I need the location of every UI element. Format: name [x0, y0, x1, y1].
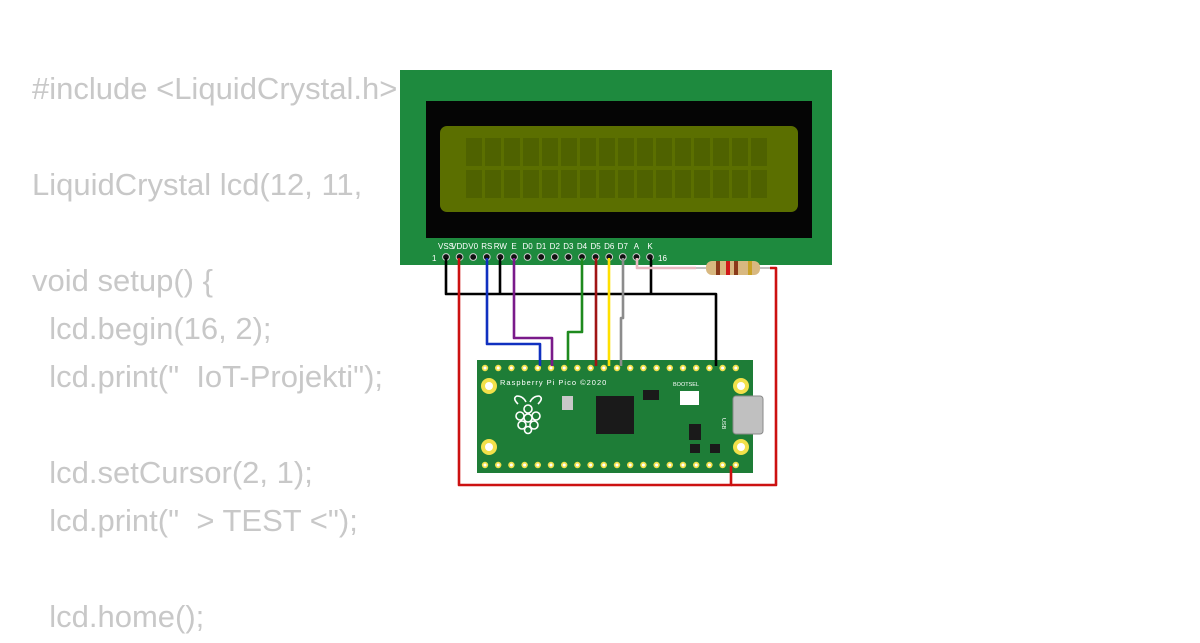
lcd-char-cell: [713, 138, 729, 166]
debug-pad: [562, 396, 573, 410]
wire-vdd-power[interactable]: [457, 258, 733, 487]
wires: [444, 258, 778, 487]
lcd-char-cell: [618, 138, 634, 166]
lcd-char-cell: [561, 170, 577, 198]
lcd-char-cell: [656, 170, 672, 198]
lcd-char-cell: [637, 170, 653, 198]
lcd-pin-label: E: [511, 242, 516, 251]
lcd-pin-label: VDD: [451, 242, 468, 251]
lcd-char-cell: [523, 138, 539, 166]
lcd-char-cell: [675, 170, 691, 198]
resistor-band: [716, 261, 720, 275]
lcd-char-cell: [713, 170, 729, 198]
lcd-char-cell: [485, 170, 501, 198]
lcd-char-cell: [580, 170, 596, 198]
resistor[interactable]: [696, 261, 770, 275]
lcd-pin-label: A: [634, 242, 640, 251]
lcd-pin-label: VSS: [438, 242, 454, 251]
lcd-char-cell: [751, 170, 767, 198]
lcd-char-cell: [523, 170, 539, 198]
lcd-pin-label: RW: [494, 242, 508, 251]
lcd-pin-label: D4: [577, 242, 588, 251]
usb-label: USB: [720, 418, 726, 430]
pico-board[interactable]: Raspberry Pi Pico ©2020 BOOTSEL USB: [477, 360, 764, 473]
lcd-pin[interactable]: [550, 253, 559, 261]
raspberry-logo-icon: [513, 395, 543, 435]
lcd-char-cell: [599, 170, 615, 198]
rp2040-chip: [596, 396, 634, 434]
pico-label: Raspberry Pi Pico ©2020: [500, 378, 607, 387]
wire-anode-resistor[interactable]: [635, 258, 696, 270]
lcd-char-cell: [561, 138, 577, 166]
lcd-pin-start-label: 1: [432, 254, 437, 263]
lcd-pin[interactable]: [523, 253, 532, 261]
lcd-pin-label: D0: [522, 242, 533, 251]
lcd-char-cell: [694, 170, 710, 198]
code-line: #include <LiquidCrystal.h>: [32, 71, 398, 106]
code-line: lcd.home();: [32, 599, 205, 634]
lcd-char-cell: [485, 138, 501, 166]
lcd-char-cell: [656, 138, 672, 166]
code-line: lcd.setCursor(2, 1);: [32, 455, 313, 490]
code-line: LiquidCrystal lcd(12, 11,: [32, 167, 363, 202]
bootsel-label: BOOTSEL: [673, 382, 699, 388]
wire-resistor-power[interactable]: [731, 266, 778, 487]
lcd-pin-label: D3: [563, 242, 574, 251]
code-line: lcd.print(" > TEST <");: [32, 503, 358, 538]
resistor-band: [748, 261, 752, 275]
wire-d7[interactable]: [619, 258, 625, 366]
lcd-char-cell: [618, 170, 634, 198]
lcd-pin-label: D2: [550, 242, 561, 251]
wire-d4[interactable]: [566, 258, 584, 366]
resistor-band: [734, 261, 738, 275]
lcd-char-cell: [599, 138, 615, 166]
lcd-pin[interactable]: [537, 253, 546, 261]
lcd-char-cell: [466, 138, 482, 166]
lcd-char-cell: [751, 138, 767, 166]
resistor-band: [726, 261, 730, 275]
lcd-pin[interactable]: [564, 253, 573, 261]
lcd-char-cell: [694, 138, 710, 166]
lcd-pin[interactable]: [469, 253, 478, 261]
code-line: void setup() {: [32, 263, 213, 298]
lcd-pin-label: RS: [481, 242, 492, 251]
lcd-char-cell: [732, 170, 748, 198]
lcd-pin-label: D7: [618, 242, 629, 251]
lcd-char-cell: [504, 170, 520, 198]
code-line: lcd.print(" IoT-Projekti");: [32, 359, 384, 394]
lcd-character-cells: [466, 138, 767, 198]
pico-pin-rows: [481, 364, 739, 469]
bootsel-button[interactable]: [680, 391, 699, 405]
lcd-char-cell: [542, 138, 558, 166]
lcd-pin-label: D6: [604, 242, 615, 251]
wire-rs[interactable]: [485, 258, 542, 366]
lcd-char-cell: [675, 138, 691, 166]
usb-port[interactable]: [732, 395, 764, 435]
lcd-char-cell: [542, 170, 558, 198]
lcd-pin-label: D1: [536, 242, 547, 251]
lcd-char-cell: [504, 138, 520, 166]
lcd-char-cell: [466, 170, 482, 198]
code-line: lcd.begin(16, 2);: [32, 311, 272, 346]
lcd-char-cell: [732, 138, 748, 166]
lcd-pin-label: K: [647, 242, 653, 251]
lcd-char-cell: [580, 138, 596, 166]
lcd-pin-label: V0: [468, 242, 478, 251]
lcd-pin-end-label: 16: [658, 254, 667, 263]
wire-e[interactable]: [512, 258, 554, 366]
code-panel: #include <LiquidCrystal.h> LiquidCrystal…: [32, 67, 397, 643]
lcd-pin-label: D5: [590, 242, 601, 251]
lcd-char-cell: [637, 138, 653, 166]
